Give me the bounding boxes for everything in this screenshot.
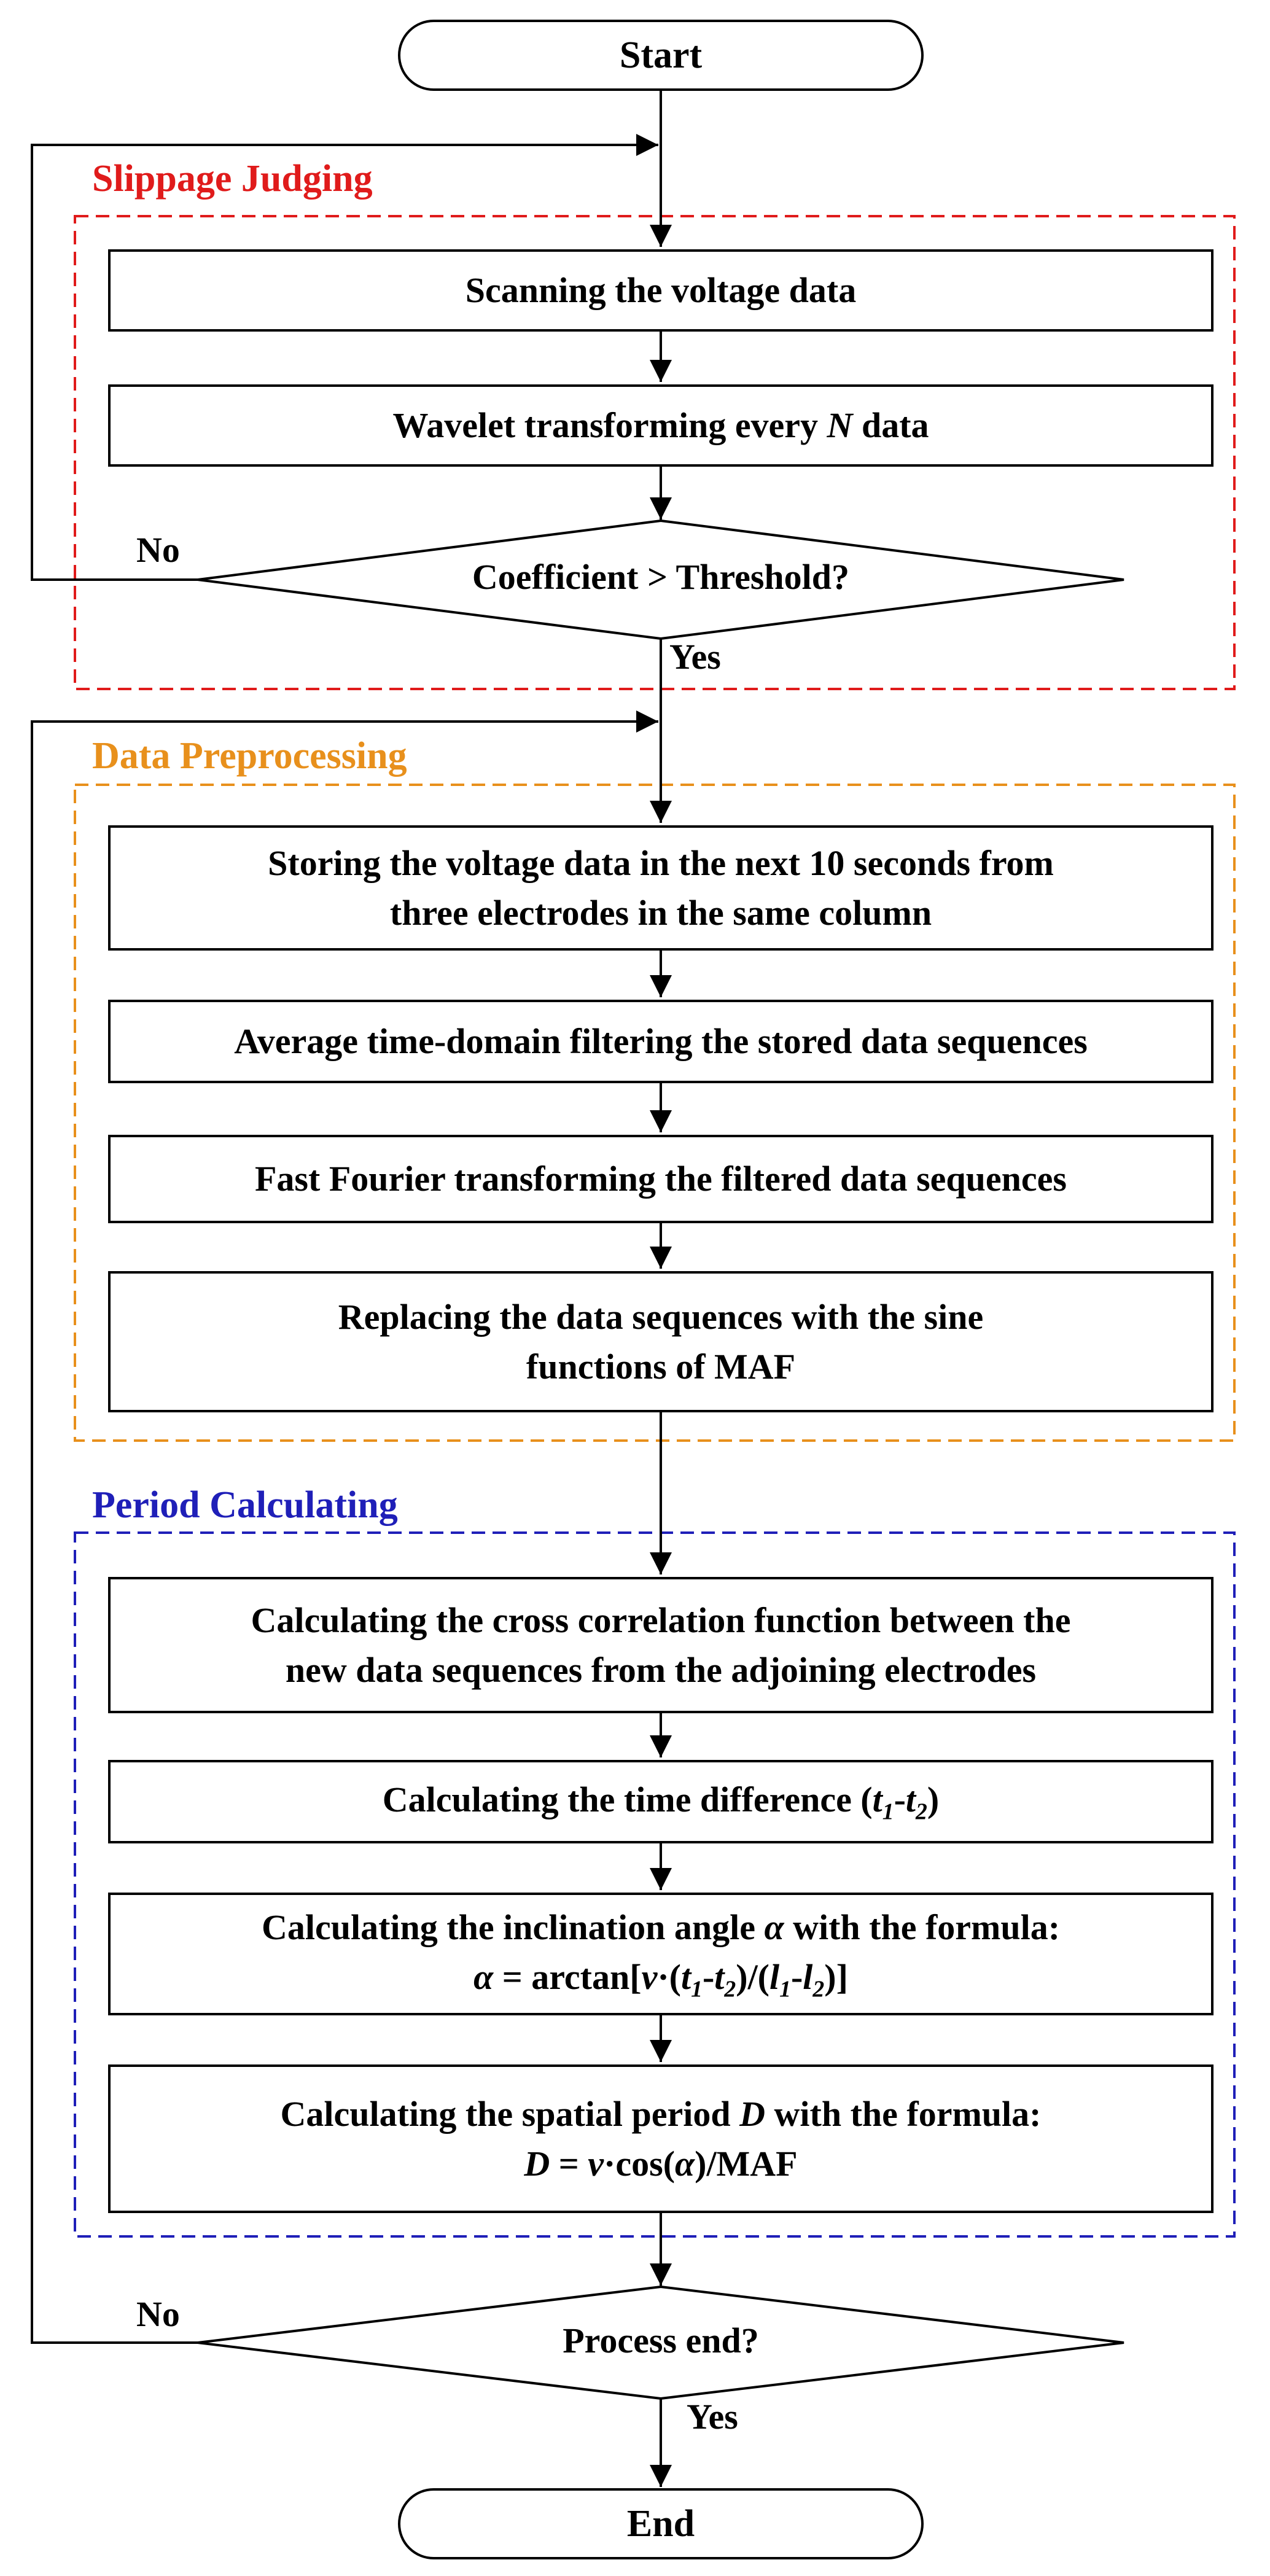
- store-step-line2: three electrodes in the same column: [389, 893, 932, 933]
- pf-tail: )/MAF: [695, 2144, 798, 2184]
- wavelet-step: Wavelet transforming every N data: [108, 384, 1214, 467]
- af-t2: t: [714, 1956, 725, 1997]
- af-t1: t: [680, 1956, 691, 1997]
- xcorr-step-line1: Calculating the cross correlation functi…: [251, 1600, 1071, 1640]
- td-sub1: 1: [882, 1799, 894, 1825]
- pf-v: v: [588, 2144, 604, 2184]
- angle-step-line1: Calculating the inclination angle α with…: [262, 1902, 1060, 1952]
- af-alpha: α: [473, 1956, 494, 1997]
- td-pre: Calculating the time difference (: [382, 1780, 873, 1820]
- af-sub2: 2: [724, 1976, 736, 2002]
- slippage-section-frame: [74, 215, 1236, 690]
- angle-l1-post: with the formula:: [784, 1907, 1061, 1947]
- preprocessing-section-frame: [74, 784, 1236, 1442]
- store-step: Storing the voltage data in the next 10 …: [108, 825, 1214, 951]
- angle-formula: α = arctan[v·(t1-t2)/(l1-l2)]: [262, 1952, 1060, 2006]
- af-sub1: 1: [691, 1976, 703, 2002]
- af-close: )]: [824, 1956, 848, 1997]
- period-section-frame: [74, 1531, 1236, 2238]
- angle-l1-pre: Calculating the inclination angle: [261, 1907, 765, 1947]
- xcorr-step-line2: new data sequences from the adjoining el…: [285, 1650, 1037, 1690]
- end-terminal: End: [398, 2488, 924, 2559]
- af-mid: )/(: [736, 1956, 769, 1997]
- edge-label-no-threshold: No: [136, 530, 180, 570]
- edge-label-no-process-end: No: [136, 2294, 180, 2334]
- period-formula: D = v·cos(α)/MAF: [281, 2139, 1042, 2189]
- td-sub2: 2: [916, 1799, 927, 1825]
- loop-no-threshold: [31, 134, 658, 581]
- period-step-line1: Calculating the spatial period D with th…: [281, 2089, 1042, 2139]
- period-l1-pre: Calculating the spatial period: [280, 2093, 740, 2134]
- pf-alpha: α: [675, 2144, 695, 2184]
- td-post: ): [927, 1780, 940, 1820]
- replace-step: Replacing the data sequences with the si…: [108, 1271, 1214, 1412]
- pf-cos-open: ·cos(: [604, 2144, 676, 2184]
- af-l2: l: [803, 1956, 813, 1997]
- xcorr-step: Calculating the cross correlation functi…: [108, 1577, 1214, 1713]
- time-difference-step: Calculating the time difference (t1-t2): [108, 1760, 1214, 1843]
- af-lsub1: 1: [779, 1976, 791, 2002]
- section-title-period: Period Calculating: [92, 1484, 398, 1526]
- wavelet-text-var: N: [827, 405, 853, 446]
- edge-label-yes-threshold: Yes: [669, 637, 721, 677]
- af-dash1: -: [702, 1956, 715, 1997]
- wavelet-text-pre: Wavelet transforming every: [392, 405, 827, 446]
- period-l1-var: D: [739, 2093, 766, 2134]
- td-t2: t: [905, 1780, 916, 1820]
- loop-no-process-end: [31, 710, 658, 2344]
- avg-filter-step: Average time-domain filtering the stored…: [108, 1000, 1214, 1083]
- td-t1: t: [872, 1780, 882, 1820]
- af-dash2: -: [790, 1956, 803, 1997]
- process-end-decision-label: Process end?: [563, 2321, 759, 2360]
- threshold-decision-label: Coefficient > Threshold?: [472, 557, 850, 597]
- start-terminal: Start: [398, 20, 924, 91]
- period-l1-post: with the formula:: [765, 2093, 1042, 2134]
- section-title-slippage: Slippage Judging: [92, 158, 373, 200]
- wavelet-text-post: data: [852, 405, 929, 446]
- replace-step-line2: functions of MAF: [526, 1347, 796, 1387]
- replace-step-line1: Replacing the data sequences with the si…: [338, 1296, 984, 1337]
- pf-D: D: [524, 2144, 550, 2184]
- fft-step: Fast Fourier transforming the filtered d…: [108, 1135, 1214, 1223]
- af-l1: l: [769, 1956, 780, 1997]
- pf-eq: =: [550, 2144, 588, 2184]
- inclination-angle-step: Calculating the inclination angle α with…: [108, 1893, 1214, 2015]
- edge-label-yes-process-end: Yes: [687, 2397, 738, 2437]
- wavelet-step-text: Wavelet transforming every N data: [392, 400, 929, 450]
- af-eq: = arctan[: [493, 1956, 642, 1997]
- af-lsub2: 2: [812, 1976, 825, 2002]
- spatial-period-step: Calculating the spatial period D with th…: [108, 2064, 1214, 2213]
- angle-l1-alpha: α: [764, 1907, 784, 1947]
- af-v: v: [641, 1956, 658, 1997]
- time-difference-text: Calculating the time difference (t1-t2): [383, 1775, 939, 1828]
- td-dash: -: [894, 1780, 906, 1820]
- af-dot-open: ·(: [657, 1956, 681, 1997]
- store-step-line1: Storing the voltage data in the next 10 …: [268, 842, 1054, 883]
- scan-step: Scanning the voltage data: [108, 249, 1214, 332]
- section-title-preprocessing: Data Preprocessing: [92, 735, 407, 777]
